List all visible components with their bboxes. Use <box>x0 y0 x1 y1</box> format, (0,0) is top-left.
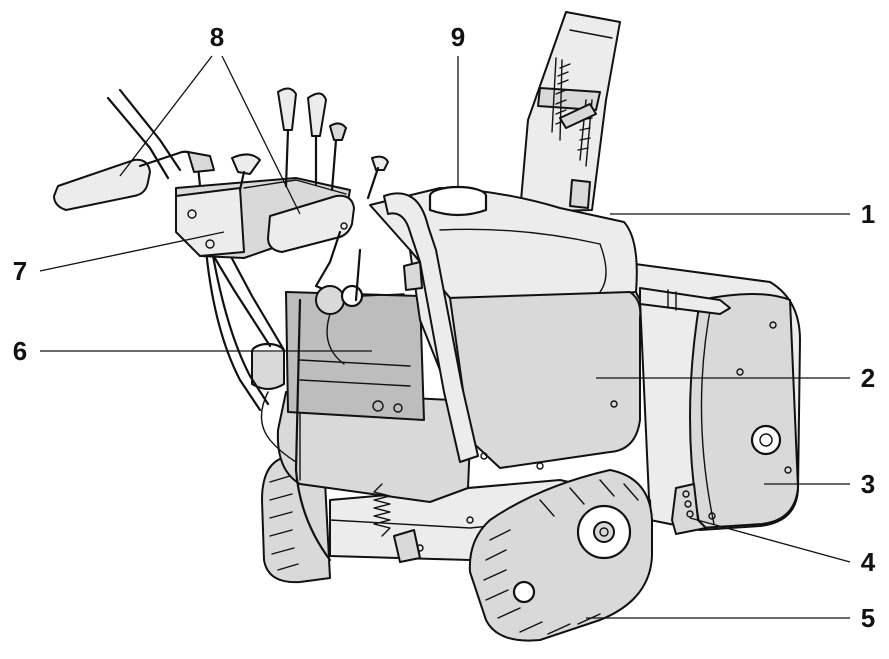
engine-controls <box>315 248 423 365</box>
skid-shoe <box>671 483 707 535</box>
leader-8a <box>119 55 213 177</box>
leader-7 <box>39 231 225 272</box>
callout-4: 4 <box>861 547 876 577</box>
front-track <box>468 469 653 642</box>
callout-5: 5 <box>861 603 875 633</box>
engine <box>276 291 471 563</box>
callout-2: 2 <box>861 363 875 393</box>
leader-lines <box>39 55 851 619</box>
callout-labels: 1 2 3 4 5 6 7 8 9 <box>13 22 876 633</box>
callout-7: 7 <box>13 256 27 286</box>
rear-track <box>261 455 331 584</box>
leader-4 <box>689 517 851 563</box>
callout-8: 8 <box>210 22 224 52</box>
callout-9: 9 <box>451 22 465 52</box>
left-handle-grip <box>53 88 215 211</box>
right-handle-grip <box>267 194 355 294</box>
fuel-cap <box>428 185 488 217</box>
discharge-chute <box>519 11 621 213</box>
control-levers <box>231 87 389 200</box>
auger-housing <box>619 261 801 531</box>
leader-8b <box>221 55 301 215</box>
callout-1: 1 <box>861 199 875 229</box>
callout-6: 6 <box>13 336 27 366</box>
callout-3: 3 <box>861 469 875 499</box>
handlebars <box>202 192 479 562</box>
